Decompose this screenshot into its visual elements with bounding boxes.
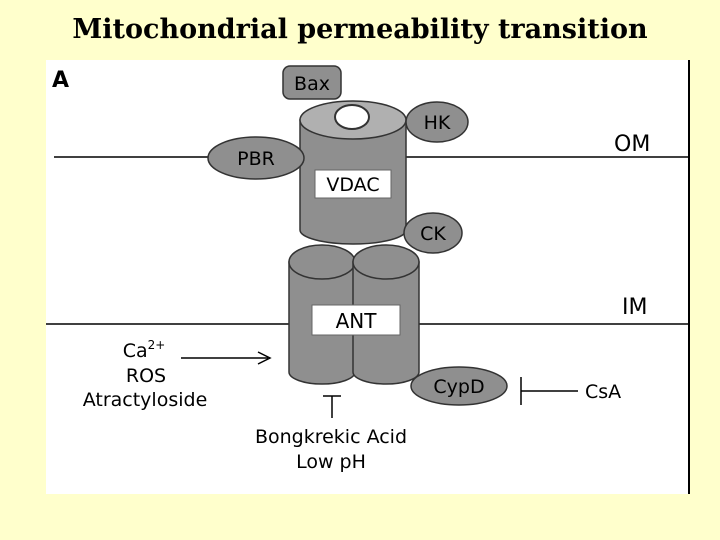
- low-ph-label: Low pH: [296, 451, 366, 473]
- panel-right-border: [688, 60, 690, 494]
- hk-oval: [405, 101, 469, 143]
- pbr-label: PBR: [237, 148, 275, 170]
- slide-title: Mitochondrial permeability transition: [72, 14, 648, 45]
- csa-label: CsA: [585, 381, 621, 403]
- pbr-oval: [207, 136, 305, 180]
- activator-calcium: Ca2+: [123, 338, 166, 362]
- panel-label: A: [52, 68, 69, 93]
- csa-inhibition-bar: [520, 377, 578, 405]
- activator-arrow: [181, 351, 272, 365]
- ck-label: CK: [420, 223, 446, 245]
- bongkrekic-acid-label: Bongkrekic Acid: [255, 426, 407, 448]
- ant-inhibition-bar: [323, 395, 341, 418]
- activator-atractyloside: Atractyloside: [83, 389, 208, 411]
- om-label: OM: [614, 132, 650, 157]
- vdac-pore: [334, 104, 370, 130]
- vdac-label-box: [314, 169, 392, 199]
- vdac-label: VDAC: [326, 174, 379, 196]
- ant-label-box: [311, 304, 401, 336]
- bax-label: Bax: [294, 73, 330, 95]
- activator-ros: ROS: [126, 365, 166, 387]
- cypd-oval: [410, 366, 508, 406]
- ant-label: ANT: [336, 309, 378, 333]
- im-label: IM: [622, 295, 647, 320]
- ant-complex: ANT: [288, 244, 420, 385]
- ck-oval: [403, 212, 463, 254]
- bax-box: [282, 65, 342, 100]
- cypd-label: CypD: [433, 376, 484, 398]
- hk-label: HK: [424, 112, 451, 134]
- vdac-channel: VDAC: [299, 100, 407, 245]
